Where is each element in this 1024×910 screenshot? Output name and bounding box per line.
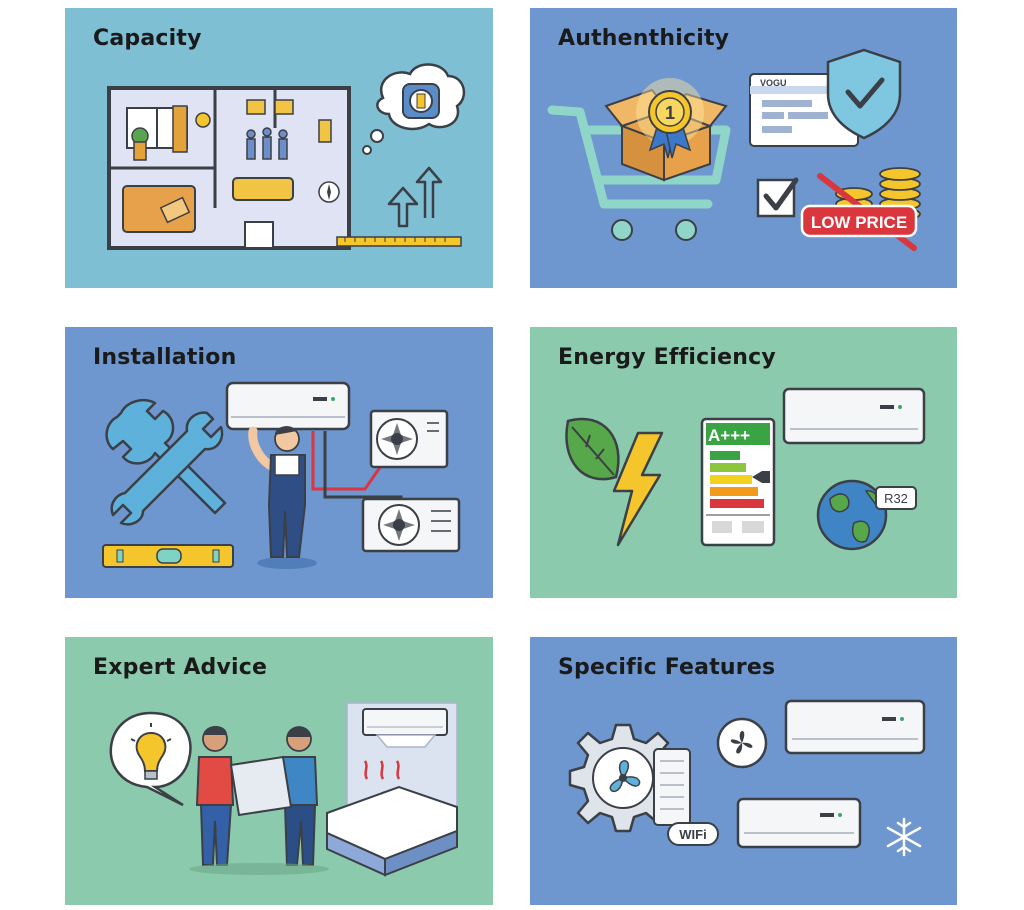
thought-bubble-icon	[362, 63, 466, 155]
refrigerant-label: R32	[884, 491, 908, 506]
gear-icon	[568, 723, 678, 833]
energy-illustration: A+++ R32	[530, 327, 957, 598]
shield-check-icon	[826, 48, 902, 140]
card-specific-features: WIFi Specific Features	[530, 637, 957, 905]
bedroom-icon	[326, 702, 458, 877]
fan-icon	[716, 717, 768, 769]
wrench-icon	[105, 399, 227, 526]
card-background	[530, 8, 957, 288]
wifi-label: WIFi	[679, 827, 706, 842]
card-title: Energy Efficiency	[558, 345, 776, 370]
card-title: Capacity	[93, 26, 202, 51]
lightbulb-icon	[130, 723, 172, 780]
card-title: Installation	[93, 345, 237, 370]
indoor-unit-icon	[736, 797, 862, 849]
lightning-icon	[612, 431, 664, 547]
medal-icon	[636, 78, 704, 159]
authenticity-illustration: 1 VOGU	[530, 8, 957, 288]
technician-icon	[248, 426, 317, 569]
energy-label-icon	[700, 417, 776, 547]
tape-measure-icon	[336, 236, 462, 247]
arrow-up-icon	[387, 166, 443, 228]
medal-number: 1	[665, 103, 675, 123]
leaf-icon	[565, 417, 620, 481]
card-title: Expert Advice	[93, 655, 268, 680]
brand-text: VOGU	[760, 78, 787, 88]
outdoor-unit-icon	[369, 409, 449, 469]
low-price-tag	[800, 204, 918, 238]
card-title: Specific Features	[558, 655, 776, 680]
wifi-badge-icon	[667, 822, 719, 846]
advisor-icon	[195, 726, 235, 866]
indoor-unit-icon	[225, 381, 351, 431]
filter-icon	[653, 748, 691, 826]
card-authenticity: 1 VOGU	[530, 8, 957, 288]
low-price-label: LOW PRICE	[811, 213, 907, 232]
energy-class-label: A+++	[708, 426, 750, 445]
indoor-unit-icon	[782, 387, 926, 445]
checkbox-icon	[756, 177, 799, 218]
card-expert-advice: Expert Advice	[65, 637, 493, 905]
snowflake-icon	[886, 817, 922, 857]
floor-plan-icon	[107, 86, 351, 250]
outdoor-unit-icon	[361, 497, 461, 553]
card-energy-efficiency: A+++ R32 Energy Efficiency	[530, 327, 957, 598]
card-title: Authenthicity	[558, 26, 730, 51]
installation-illustration	[65, 327, 493, 598]
indoor-unit-icon	[784, 699, 926, 755]
document-icon	[229, 755, 293, 817]
features-illustration: WIFi	[530, 637, 957, 905]
client-icon	[279, 726, 319, 866]
refrigerant-tag	[875, 486, 917, 510]
refrigerant-pipe	[311, 431, 385, 491]
globe-icon	[816, 479, 888, 551]
capacity-illustration	[65, 8, 493, 288]
card-capacity: Capacity	[65, 8, 493, 288]
expert-illustration	[65, 637, 493, 905]
card-installation: Installation	[65, 327, 493, 598]
spirit-level-icon	[102, 544, 234, 568]
